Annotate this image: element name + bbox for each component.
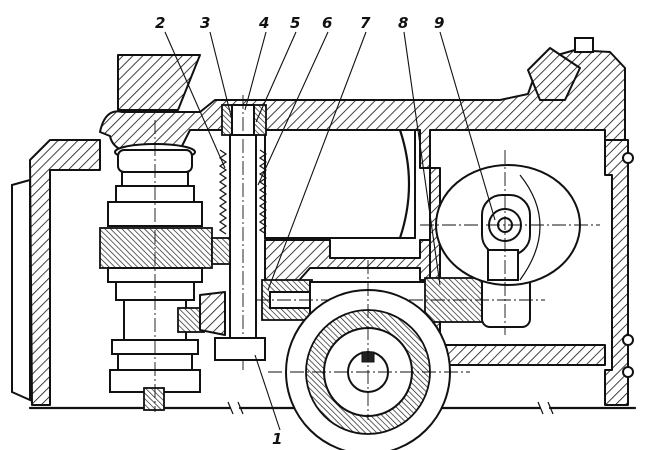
callout-2: 2 [155, 14, 165, 32]
leader-5 [255, 31, 297, 123]
bolt-3 [622, 366, 634, 378]
housing [11, 47, 637, 415]
callouts: 2 3 4 5 6 7 8 9 1 [155, 14, 444, 448]
leader-6 [257, 31, 329, 186]
leader-8 [403, 31, 441, 286]
leader-4 [244, 31, 267, 111]
leader-2 [164, 31, 226, 169]
callout-3: 3 [200, 14, 210, 32]
spindle-screw [143, 387, 165, 411]
leader-9 [439, 31, 496, 221]
break-mark-right [537, 401, 554, 415]
plunger-guide-left [211, 237, 231, 265]
cylinder-cap [398, 128, 411, 240]
left-spindle [99, 120, 226, 412]
plunger-nut [214, 337, 266, 361]
disc-edge [519, 174, 541, 281]
leader-7 [267, 31, 367, 291]
housing-right-wall [604, 139, 629, 406]
callout-8: 8 [398, 14, 408, 32]
right-disc [420, 150, 600, 335]
top-right-bracket [527, 47, 581, 101]
worm-gear [268, 260, 470, 450]
callout-6: 6 [322, 14, 332, 32]
left-cover [11, 178, 31, 402]
bolt-1 [622, 152, 634, 164]
top-bolt [574, 37, 594, 53]
spring-right [258, 149, 268, 235]
bolt-2 [622, 334, 634, 346]
cylinder-body [264, 129, 416, 239]
callout-1: 1 [272, 430, 282, 448]
callout-9: 9 [434, 14, 444, 32]
break-mark-left [227, 401, 244, 415]
cylinder [264, 128, 416, 240]
wedge-block [117, 54, 201, 111]
leader-1 [254, 354, 281, 431]
housing-inner-rib [264, 239, 441, 286]
right-bolts [574, 37, 634, 378]
callout-5: 5 [290, 14, 300, 32]
leader-3 [209, 31, 233, 121]
spindle-gear [99, 227, 213, 269]
callout-4: 4 [258, 14, 269, 32]
disc-link [487, 249, 519, 281]
callout-7: 7 [360, 14, 371, 32]
spindle-bracket [199, 291, 226, 336]
leader-lines [164, 31, 496, 431]
housing-left-wall [29, 139, 101, 406]
